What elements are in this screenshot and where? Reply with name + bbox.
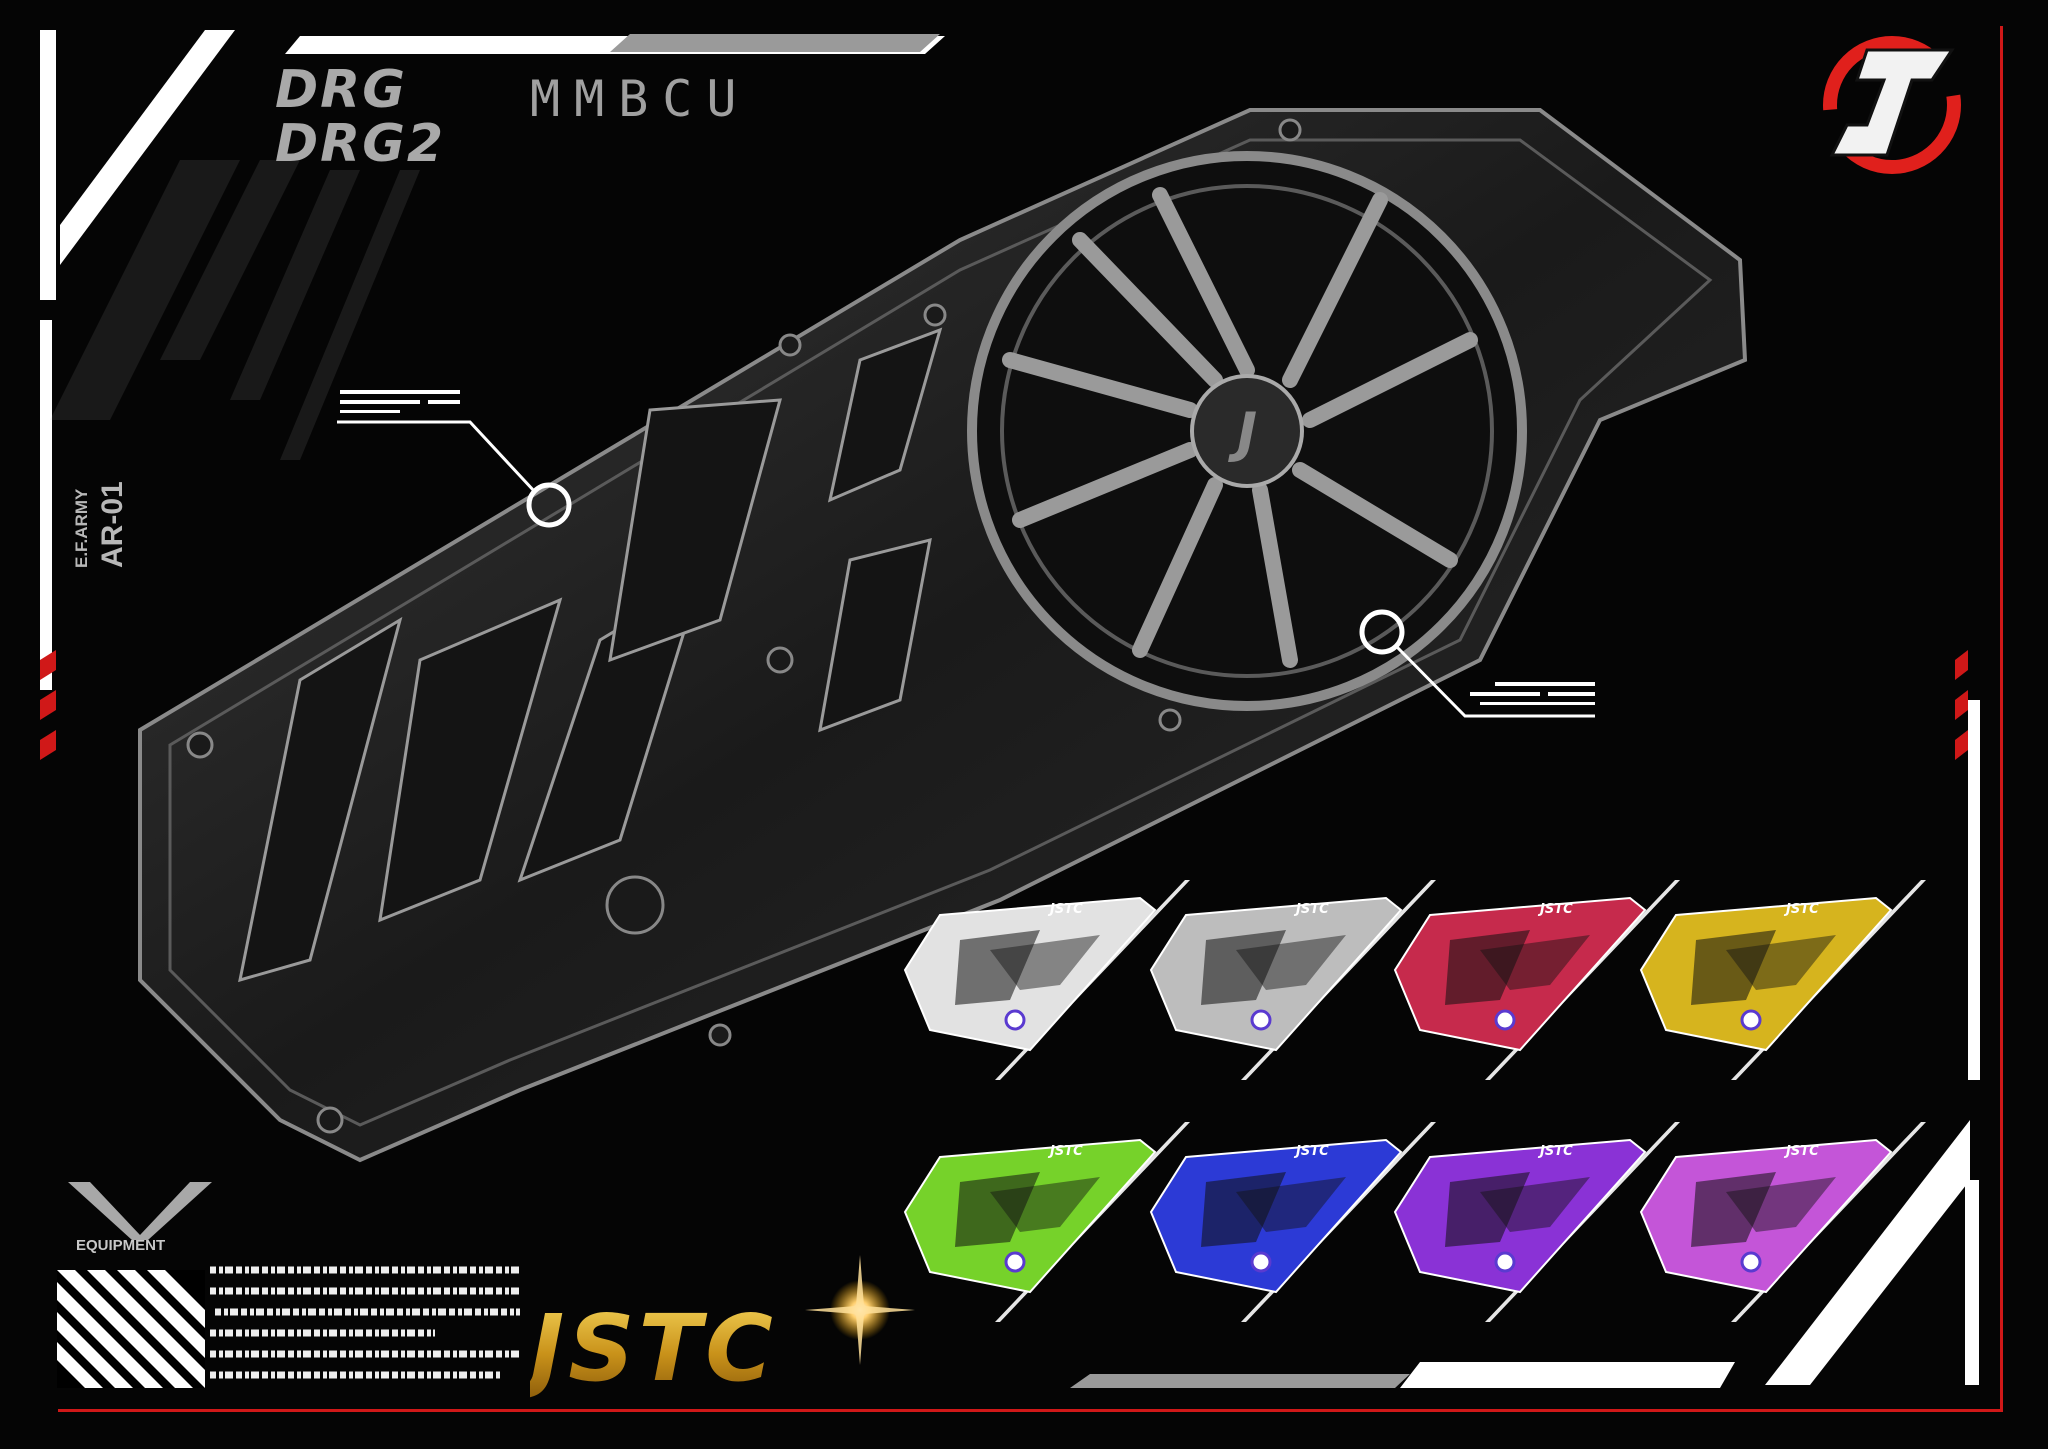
variant-label: JSTC (1540, 1144, 1573, 1159)
callout-left (337, 390, 572, 528)
variant-cover-silver: JSTC (900, 880, 1190, 1080)
variant-label: JSTC (1540, 902, 1573, 917)
top-gray-bar (610, 34, 940, 52)
brand-j-logo (1823, 36, 1961, 174)
cover-vents (238, 327, 943, 983)
right-red-line (2000, 26, 2003, 1411)
bottom-red-line (58, 1409, 2003, 1412)
right-diagonal-bar (1765, 1120, 1970, 1385)
variant-cover-green: JSTC (900, 1122, 1190, 1322)
hazard-stripes (57, 1270, 205, 1388)
variant-label: JSTC (1786, 902, 1819, 917)
right-white-line (1968, 700, 1980, 1080)
variant-shape (903, 880, 1190, 1080)
variant-shape (1393, 1122, 1680, 1322)
variant-shape (1639, 1122, 1926, 1322)
decorative-glyph-text (210, 1266, 520, 1379)
left-white-line-2 (40, 320, 52, 690)
variant-cover-red: JSTC (1390, 880, 1680, 1080)
callout-right (1359, 609, 1595, 718)
variant-cover-gold: JSTC (1636, 880, 1926, 1080)
variant-label: JSTC (1050, 1144, 1083, 1159)
variant-cover-violet: JSTC (1636, 1122, 1926, 1322)
sparkle-icon (805, 1255, 915, 1365)
variant-label: JSTC (1786, 1144, 1819, 1159)
fan-cover: J (967, 151, 1527, 711)
variant-shape (1149, 1122, 1436, 1322)
left-white-line (40, 30, 56, 300)
brand-title-drg: DRG (275, 60, 407, 120)
brand-title-drg2: DRG2 (275, 114, 446, 174)
jstc-logo: JSTC (530, 1295, 777, 1402)
model-name: MMBCU (530, 70, 751, 128)
variant-shape (1393, 880, 1680, 1080)
variant-shape (1639, 880, 1926, 1080)
variant-shape (1149, 880, 1436, 1080)
v-chevron-icon (68, 1182, 212, 1240)
variant-shape (903, 1122, 1190, 1322)
variant-cover-purple: JSTC (1390, 1122, 1680, 1322)
bottom-gray-bar (1070, 1374, 1410, 1388)
variant-label: JSTC (1296, 1144, 1329, 1159)
variant-label: JSTC (1296, 902, 1329, 917)
equipment-label: EQUIPMENT (76, 1237, 166, 1254)
left-diagonal-bar (60, 30, 235, 265)
variant-cover-titanium: JSTC (1146, 880, 1436, 1080)
variant-label: JSTC (1050, 902, 1083, 917)
variant-cover-blue: JSTC (1146, 1122, 1436, 1322)
bottom-white-bar (1400, 1362, 1735, 1388)
